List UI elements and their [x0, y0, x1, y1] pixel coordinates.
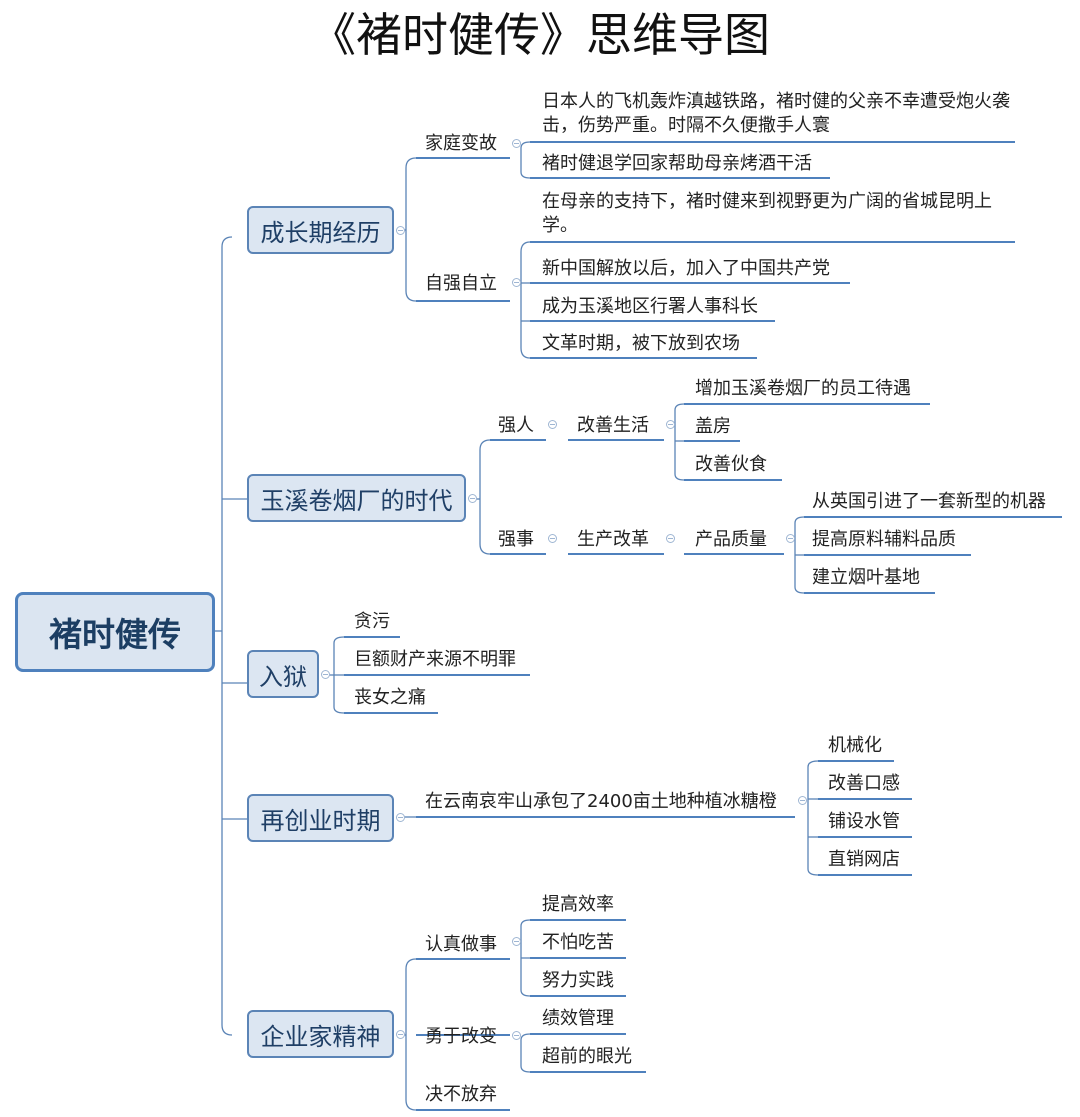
- collapse-icon[interactable]: [512, 139, 521, 148]
- topic-import-machines[interactable]: 从英国引进了一套新型的机器: [812, 491, 1046, 512]
- collapse-icon[interactable]: [798, 796, 807, 805]
- topic-tobacco-base[interactable]: 建立烟叶基地: [812, 567, 920, 588]
- topic-build-housing[interactable]: 盖房: [695, 416, 731, 437]
- topic-foresight[interactable]: 超前的眼光: [542, 1046, 632, 1067]
- topic-dare-to-change[interactable]: 勇于改变: [425, 1026, 497, 1047]
- topic-mechanization[interactable]: 机械化: [828, 735, 882, 756]
- topic-efficiency[interactable]: 提高效率: [542, 894, 614, 915]
- collapse-icon[interactable]: [512, 1031, 521, 1040]
- branch-prison[interactable]: 入狱: [247, 650, 319, 698]
- collapse-icon[interactable]: [396, 226, 405, 235]
- branch-second-venture[interactable]: 再创业时期: [247, 794, 394, 842]
- topic-join-party[interactable]: 新中国解放以后，加入了中国共产党: [542, 258, 830, 279]
- topic-improve-life[interactable]: 改善生活: [577, 415, 649, 436]
- topic-improve-meals[interactable]: 改善伙食: [695, 454, 767, 475]
- topic-practice[interactable]: 努力实践: [542, 970, 614, 991]
- topic-improve-taste[interactable]: 改善口感: [828, 773, 900, 794]
- topic-product-quality[interactable]: 产品质量: [695, 529, 767, 550]
- topic-family-change[interactable]: 家庭变故: [425, 133, 497, 154]
- collapse-icon[interactable]: [548, 534, 557, 543]
- branch-growth-experience[interactable]: 成长期经历: [247, 206, 394, 254]
- topic-self-reliance[interactable]: 自强自立: [425, 273, 497, 294]
- topic-sent-to-farm[interactable]: 文革时期，被下放到农场: [542, 333, 740, 354]
- topic-performance-management[interactable]: 绩效管理: [542, 1008, 614, 1029]
- branch-yuxi-factory[interactable]: 玉溪卷烟厂的时代: [247, 474, 466, 522]
- topic-strong-affairs[interactable]: 强事: [498, 529, 534, 550]
- collapse-icon[interactable]: [396, 1030, 405, 1039]
- collapse-icon[interactable]: [512, 937, 521, 946]
- topic-work-seriously[interactable]: 认真做事: [425, 934, 497, 955]
- topic-production-reform[interactable]: 生产改革: [577, 529, 649, 550]
- collapse-icon[interactable]: [396, 813, 405, 822]
- topic-left-school[interactable]: 褚时健退学回家帮助母亲烤酒干活: [542, 153, 812, 174]
- topic-online-store[interactable]: 直销网店: [828, 849, 900, 870]
- topic-strong-person[interactable]: 强人: [498, 415, 534, 436]
- topic-raw-materials[interactable]: 提高原料辅料品质: [812, 529, 956, 550]
- collapse-icon[interactable]: [512, 278, 521, 287]
- topic-corruption[interactable]: 贪污: [354, 611, 390, 632]
- topic-lay-water-pipes[interactable]: 铺设水管: [828, 811, 900, 832]
- branch-entrepreneur-spirit[interactable]: 企业家精神: [247, 1010, 394, 1058]
- topic-loss-of-daughter[interactable]: 丧女之痛: [354, 687, 426, 708]
- topic-unexplained-assets[interactable]: 巨额财产来源不明罪: [354, 649, 516, 670]
- topic-hard-work[interactable]: 不怕吃苦: [542, 932, 614, 953]
- topic-staff-benefits[interactable]: 增加玉溪卷烟厂的员工待遇: [695, 378, 911, 399]
- topic-never-give-up[interactable]: 决不放弃: [425, 1084, 497, 1105]
- collapse-icon[interactable]: [666, 420, 675, 429]
- collapse-icon[interactable]: [786, 534, 795, 543]
- topic-orange-plantation[interactable]: 在云南哀牢山承包了2400亩土地种植冰糖橙: [425, 791, 777, 812]
- collapse-icon[interactable]: [548, 420, 557, 429]
- page-title: 《褚时健传》思维导图: [310, 8, 770, 62]
- topic-personnel-chief[interactable]: 成为玉溪地区行署人事科长: [542, 296, 758, 317]
- collapse-icon[interactable]: [666, 534, 675, 543]
- topic-study-kunming[interactable]: 在母亲的支持下，褚时健来到视野更为广阔的省城昆明上学。: [542, 191, 992, 236]
- topic-father-death[interactable]: 日本人的飞机轰炸滇越铁路，褚时健的父亲不幸遭受炮火袭击，伤势严重。时隔不久便撒手…: [542, 91, 1010, 136]
- collapse-icon[interactable]: [468, 494, 477, 503]
- root-topic[interactable]: 褚时健传: [15, 592, 215, 672]
- collapse-icon[interactable]: [321, 670, 330, 679]
